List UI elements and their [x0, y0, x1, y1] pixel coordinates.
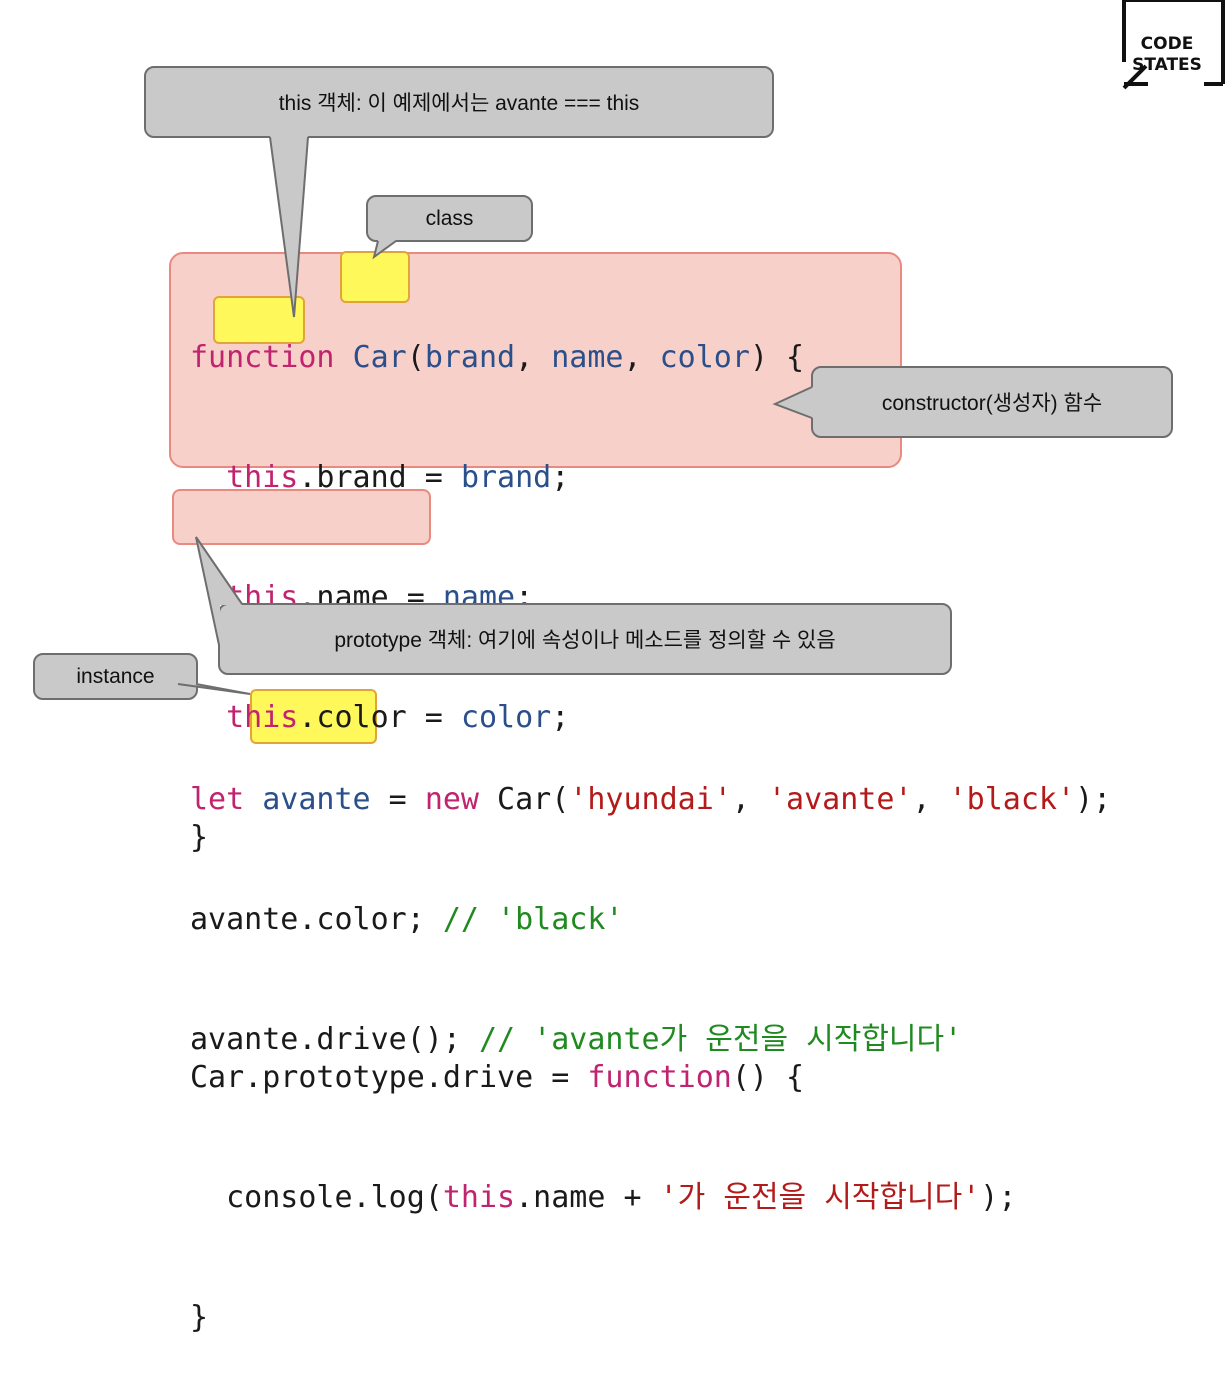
code-line-7: console.log(this.name + '가 운전을 시작합니다'); — [226, 1180, 1017, 1215]
constructor-callout: constructor(생성자) 함수 — [811, 366, 1173, 438]
this-highlight — [213, 296, 305, 344]
code-line-2: this.brand = brand; — [226, 460, 570, 495]
class-callout: class — [366, 195, 533, 242]
code-line-9: let avante = new Car('hyundai', 'avante'… — [190, 782, 1112, 817]
constructor-callout-tail — [775, 387, 813, 418]
this-callout-tail — [270, 136, 308, 317]
code-line-1: function Car(brand, name, color) { — [190, 340, 805, 375]
code-line-11: avante.drive(); // 'avante가 운전을 시작합니다' — [190, 1022, 963, 1057]
code-states-logo — [1122, 0, 1225, 90]
callout-tails — [177, 136, 813, 695]
instance-highlight — [250, 689, 377, 744]
instance-callout: instance — [33, 653, 198, 700]
this-object-callout: this 객체: 이 예제에서는 avante === this — [144, 66, 774, 138]
code-line-4: this.color = color; — [226, 700, 570, 735]
class-highlight — [340, 251, 410, 303]
logo-text: CODE STATES — [1132, 34, 1202, 75]
prototype-object-callout: prototype 객체: 여기에 속성이나 메소드를 정의할 수 있음 — [218, 603, 952, 675]
code-line-10: avante.color; // 'black' — [190, 902, 624, 937]
code-line-8: } — [190, 1300, 209, 1335]
prototype-highlight — [172, 489, 431, 545]
prototype-callout-tail — [196, 537, 242, 645]
constructor-function-region — [169, 252, 902, 468]
